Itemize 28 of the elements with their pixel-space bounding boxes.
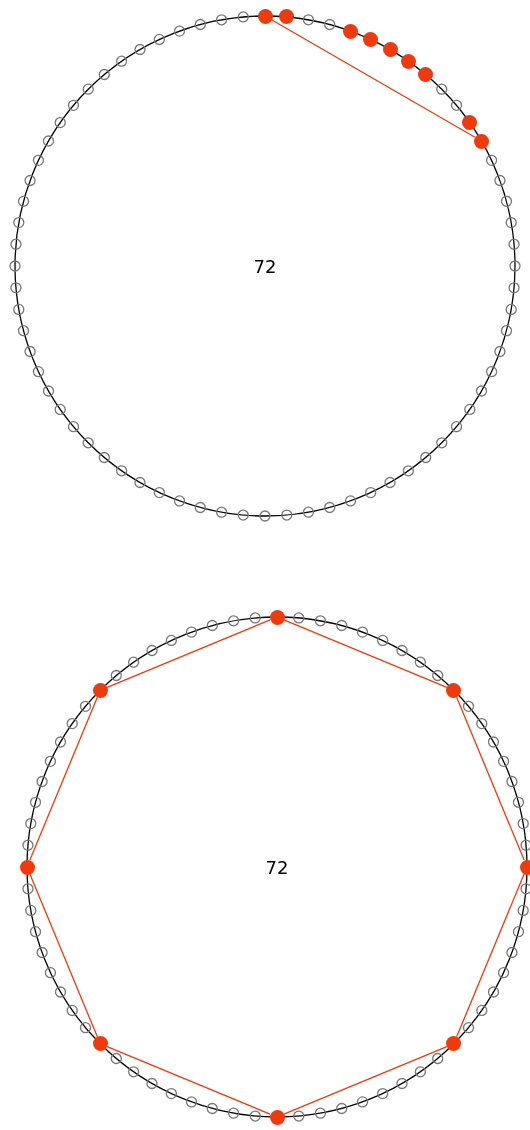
marker-dot	[474, 133, 489, 149]
connector-line	[106, 1046, 271, 1115]
marker-dot	[92, 1036, 108, 1052]
count-label: 72	[265, 856, 289, 878]
marker-dot	[400, 53, 416, 69]
marker-dot	[269, 1109, 285, 1125]
connector-line	[270, 19, 476, 138]
marker-dot	[269, 609, 285, 625]
connector-line	[456, 873, 525, 1038]
connector-line	[283, 619, 448, 688]
marker-dot	[363, 31, 379, 47]
connector-line	[456, 696, 525, 861]
marker-dot	[382, 42, 398, 57]
connector-line	[29, 696, 98, 861]
marker-dot	[462, 115, 478, 131]
marker-dot	[19, 859, 35, 875]
count-label: 72	[253, 255, 277, 277]
marker-dot	[92, 682, 108, 698]
marker-dot	[257, 8, 273, 24]
marker-dot	[418, 67, 434, 82]
connector-line	[29, 873, 98, 1038]
connector-line	[106, 619, 271, 688]
connector-line	[283, 1046, 448, 1115]
marker-dot	[446, 1036, 462, 1052]
marker-dot	[279, 9, 295, 25]
marker-dot	[343, 23, 358, 39]
marker-dot	[519, 859, 530, 875]
marker-dot	[446, 682, 462, 698]
